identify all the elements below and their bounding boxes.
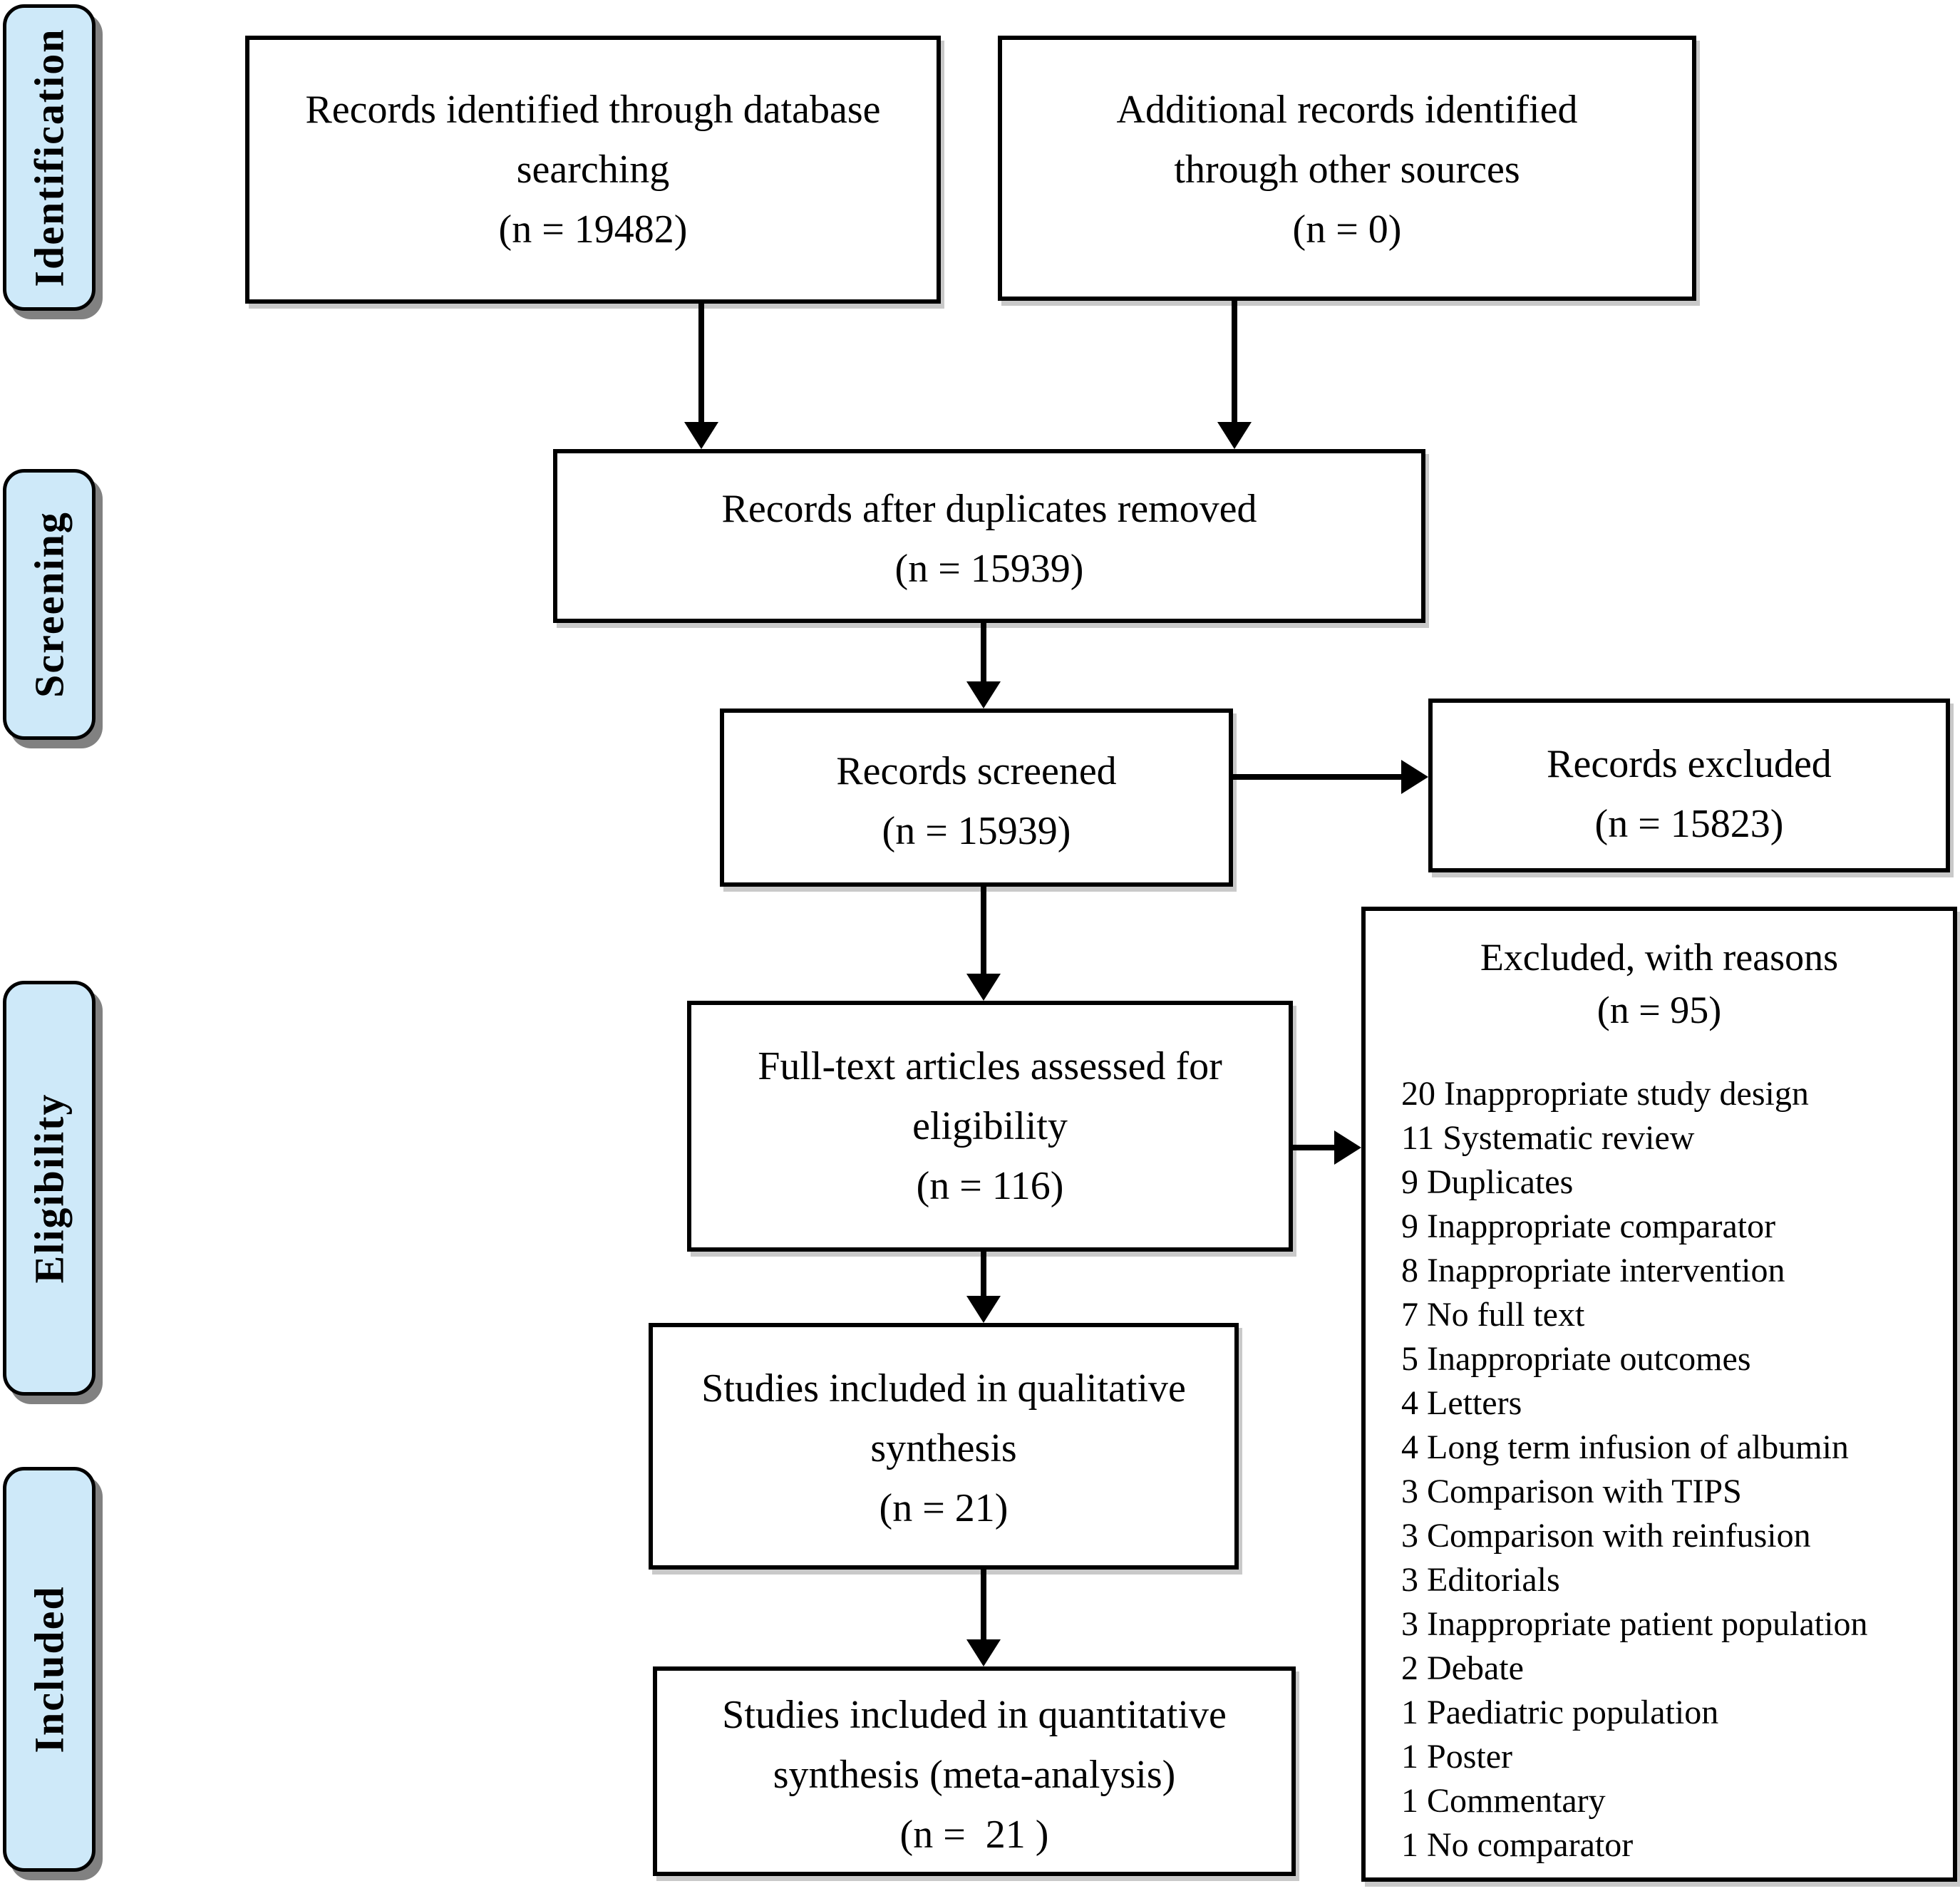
exclusion-reason-item: 4 Long term infusion of albumin	[1401, 1428, 1849, 1466]
box-quantitative-synthesis: Studies included in quantitative synthes…	[653, 1666, 1296, 1876]
stage-identification: Identification	[3, 4, 96, 311]
box-qualitative-synthesis: Studies included in qualitative synthesi…	[649, 1323, 1239, 1570]
box-records-screened-count: (n = 15939)	[882, 809, 1071, 853]
box-fulltext-assessed-line2: eligibility	[912, 1104, 1068, 1148]
box-records-excluded-line1: Records excluded	[1547, 742, 1832, 786]
exclusion-reason-item: 1 Poster	[1401, 1738, 1512, 1776]
exclusion-reason-item: 11 Systematic review	[1401, 1119, 1695, 1157]
exclusion-reason-item: 5 Inappropriate outcomes	[1401, 1340, 1751, 1378]
stage-included: Included	[3, 1467, 96, 1872]
exclusion-reason-item: 1 No comparator	[1401, 1826, 1634, 1864]
box-fulltext-assessed-line1: Full-text articles assessed for	[758, 1044, 1222, 1088]
stage-screening: Screening	[3, 469, 96, 740]
box-records-screened: Records screened (n = 15939)	[720, 709, 1233, 887]
box-additional-records-count: (n = 0)	[1292, 207, 1402, 252]
box-qualitative-synthesis-line1: Studies included in qualitative	[701, 1366, 1186, 1411]
exclusion-reason-item: 1 Paediatric population	[1401, 1694, 1719, 1731]
box-records-identified-line1: Records identified through database	[305, 88, 881, 132]
box-duplicates-removed-count: (n = 15939)	[894, 547, 1084, 591]
box-quantitative-synthesis-count: (n = 21 )	[899, 1813, 1049, 1857]
exclusion-reason-item: 7 No full text	[1401, 1296, 1585, 1334]
exclusion-reason-item: 9 Inappropriate comparator	[1401, 1207, 1776, 1245]
box-quantitative-synthesis-line2: synthesis (meta-analysis)	[773, 1753, 1176, 1797]
box-additional-records-line1: Additional records identified	[1116, 88, 1578, 132]
box-additional-records: Additional records identified through ot…	[998, 36, 1696, 301]
stage-eligibility-label: Eligibility	[26, 1093, 73, 1284]
exclusion-reason-item: 9 Duplicates	[1401, 1163, 1574, 1201]
exclusion-reason-item: 3 Editorials	[1401, 1561, 1560, 1599]
box-fulltext-assessed: Full-text articles assessed for eligibil…	[687, 1001, 1293, 1252]
stage-eligibility: Eligibility	[3, 981, 96, 1396]
box-records-screened-line1: Records screened	[836, 749, 1117, 793]
stage-screening-label: Screening	[26, 511, 73, 698]
exclusion-reason-item: 20 Inappropriate study design	[1401, 1075, 1809, 1113]
exclusion-reason-item: 8 Inappropriate intervention	[1401, 1252, 1785, 1289]
box-duplicates-removed: Records after duplicates removed (n = 15…	[553, 449, 1425, 623]
excluded-reasons-title: Excluded, with reasons	[1480, 936, 1839, 979]
box-additional-records-line2: through other sources	[1174, 148, 1520, 192]
exclusion-reason-item: 1 Commentary	[1401, 1782, 1606, 1820]
exclusion-reason-item: 3 Inappropriate patient population	[1401, 1605, 1868, 1643]
exclusion-reason-item: 3 Comparison with reinfusion	[1401, 1517, 1811, 1555]
box-duplicates-removed-line1: Records after duplicates removed	[721, 487, 1257, 531]
box-records-excluded-count: (n = 15823)	[1594, 802, 1784, 846]
box-records-excluded: Records excluded (n = 15823)	[1428, 699, 1950, 872]
box-qualitative-synthesis-line2: synthesis	[870, 1426, 1017, 1470]
box-records-identified-count: (n = 19482)	[498, 207, 688, 252]
box-quantitative-synthesis-line1: Studies included in quantitative	[722, 1693, 1227, 1737]
stage-included-label: Included	[26, 1585, 73, 1753]
box-fulltext-assessed-count: (n = 116)	[916, 1164, 1064, 1208]
exclusion-reason-item: 2 Debate	[1401, 1649, 1524, 1687]
excluded-reasons-list: 20 Inappropriate study design 11 Systemat…	[1366, 1072, 1953, 1867]
exclusion-reason-item: 4 Letters	[1401, 1384, 1522, 1422]
exclusion-reason-item: 3 Comparison with TIPS	[1401, 1473, 1742, 1510]
excluded-reasons-count: (n = 95)	[1597, 989, 1722, 1031]
box-records-identified: Records identified through database sear…	[245, 36, 941, 304]
box-qualitative-synthesis-count: (n = 21)	[879, 1486, 1009, 1530]
stage-identification-label: Identification	[26, 28, 73, 287]
box-records-identified-line2: searching	[516, 148, 670, 192]
box-excluded-with-reasons: Excluded, with reasons (n = 95) 20 Inapp…	[1361, 907, 1957, 1882]
